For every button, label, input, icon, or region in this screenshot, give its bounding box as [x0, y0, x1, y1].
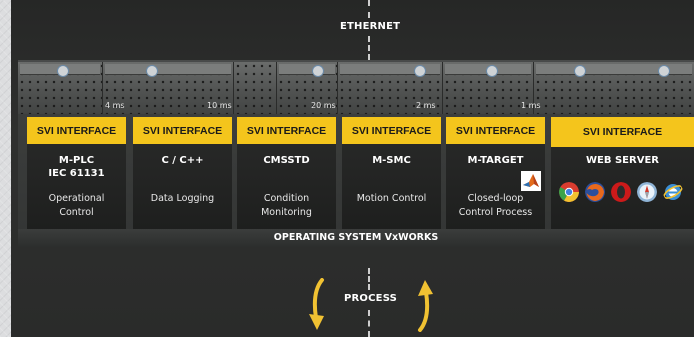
cycle-time-label: 2 ms	[416, 101, 436, 110]
module-knob-icon	[414, 65, 426, 77]
svi-interface-label: SVI INTERFACE	[551, 117, 694, 147]
task-description: Operational Control	[48, 193, 105, 218]
cycle-time-label: 10 ms	[207, 101, 232, 110]
module-knob-icon	[57, 65, 69, 77]
module-knob-icon	[312, 65, 324, 77]
task-column-web-server: SVI INTERFACE WEB SERVER	[551, 117, 694, 229]
module-label-strip	[340, 64, 440, 75]
module-knob-icon	[658, 65, 670, 77]
operating-system-label: OPERATING SYSTEM VxWORKS	[18, 229, 694, 247]
task-column-m-plc: SVI INTERFACE M-PLC IEC 61131 Operationa…	[27, 117, 126, 229]
task-column-m-target: SVI INTERFACE M-TARGET Closed-loop Contr…	[446, 117, 545, 229]
task-description: Data Logging	[150, 193, 215, 204]
svi-interface-label: SVI INTERFACE	[342, 117, 441, 144]
ethernet-label: ETHERNET	[340, 21, 401, 32]
module-label-strip	[105, 64, 231, 75]
module-knob-icon	[486, 65, 498, 77]
safari-icon	[637, 182, 657, 202]
ethernet-line-top	[368, 0, 370, 18]
module-knob-icon	[146, 65, 158, 77]
task-title: M-TARGET	[467, 155, 524, 166]
task-description: Condition Monitoring	[261, 193, 312, 218]
process-line-bottom	[368, 310, 370, 337]
up-arrow-icon	[418, 280, 433, 332]
task-column-cmsstd: SVI INTERFACE CMSSTD Condition Monitorin…	[237, 117, 336, 229]
module-knob-icon	[574, 65, 586, 77]
task-title: M-PLC IEC 61131	[48, 155, 105, 179]
svi-interface-label: SVI INTERFACE	[27, 117, 126, 144]
down-arrow-icon	[309, 278, 324, 330]
task-description: Motion Control	[356, 193, 427, 204]
svi-interface-label: SVI INTERFACE	[237, 117, 336, 144]
task-column-c-cpp: SVI INTERFACE C / C++ Data Logging	[133, 117, 232, 229]
task-title: CMSSTD	[263, 155, 310, 166]
firefox-icon	[585, 182, 605, 202]
matlab-icon	[521, 171, 541, 191]
process-label: PROCESS	[344, 293, 398, 304]
chrome-icon	[559, 182, 579, 202]
ethernet-line-bottom	[368, 36, 370, 60]
svi-interface-label: SVI INTERFACE	[133, 117, 232, 144]
module-label-strip	[536, 64, 692, 75]
process-line-top	[368, 268, 370, 290]
opera-icon	[611, 182, 631, 202]
task-description: Closed-loop Control Process	[458, 193, 533, 218]
task-title: M-SMC	[372, 155, 411, 166]
task-title: WEB SERVER	[586, 155, 659, 166]
internet-explorer-icon	[663, 184, 683, 200]
module-label-strip	[279, 64, 335, 75]
hardware-module	[234, 62, 277, 114]
cycle-time-label: 4 ms	[105, 101, 125, 110]
cycle-time-label: 1 ms	[521, 101, 541, 110]
cycle-time-label: 20 ms	[311, 101, 336, 110]
svi-interface-label: SVI INTERFACE	[446, 117, 545, 144]
task-title: C / C++	[161, 155, 204, 166]
task-column-m-smc: SVI INTERFACE M-SMC Motion Control	[342, 117, 441, 229]
